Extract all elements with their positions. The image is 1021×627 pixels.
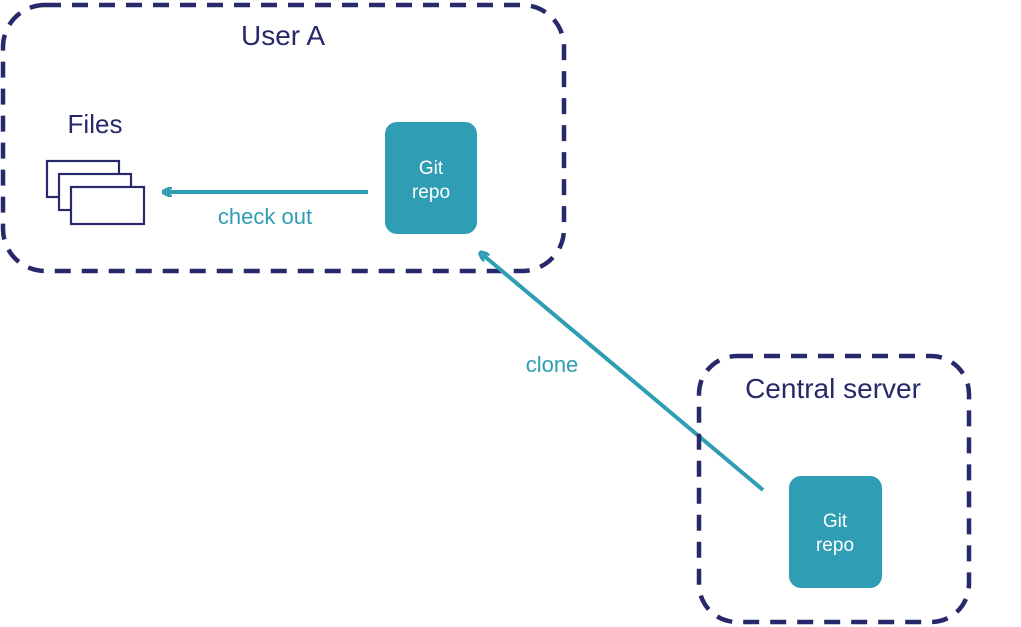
central-server-title: Central server [745, 373, 921, 404]
clone-label: clone [526, 352, 579, 377]
central-server-git-repo[interactable]: Git repo [789, 476, 882, 588]
central-server-git-repo-box [789, 476, 882, 588]
clone-arrow: clone [483, 255, 765, 492]
user-a-region: User A Files Git repo check out [0, 2, 567, 274]
central-server-git-repo-label-line1: Git [823, 511, 848, 532]
user-a-git-repo-label-line2: repo [412, 182, 450, 203]
user-a-git-repo-label-line1: Git [419, 158, 444, 179]
user-a-title: User A [241, 20, 325, 51]
central-server-boundary [696, 353, 972, 625]
user-a-boundary [0, 2, 567, 274]
files-label: Files [68, 109, 123, 139]
user-a-git-repo[interactable]: Git repo [385, 122, 477, 234]
clone-arrow-line [483, 255, 765, 492]
central-server-region: Central server Git repo [696, 353, 972, 625]
central-server-git-repo-label-line2: repo [816, 535, 854, 556]
checkout-label: check out [218, 204, 312, 229]
files-stack-icon [45, 159, 146, 226]
checkout-arrow: check out [167, 192, 368, 229]
user-a-git-repo-box [385, 122, 477, 234]
